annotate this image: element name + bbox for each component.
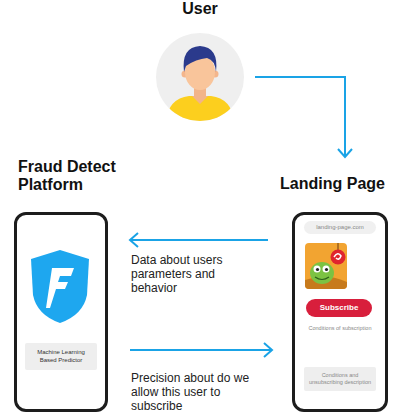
- node-heading: Fraud Detect Platform: [18, 158, 130, 194]
- conditions-box: Conditions and unsubscribing description: [304, 367, 376, 391]
- note-text: Conditions of subscription: [295, 325, 385, 331]
- edge-label: Data about users parameters and behavior: [131, 253, 256, 295]
- flow-arrow: [130, 233, 268, 247]
- node-heading: User: [156, 0, 244, 18]
- node-text: Conditions and unsubscribing description: [308, 372, 372, 385]
- url-bar: landing-page.com: [304, 221, 376, 234]
- flow-arrow: [130, 343, 272, 357]
- user-avatar: [156, 33, 244, 126]
- node-text: landing-page.com: [316, 224, 364, 231]
- game-illustration: [305, 243, 347, 289]
- landing-phone: Landing Pagelanding-page.comSubscribeCon…: [292, 212, 388, 412]
- shield-logo: [31, 250, 89, 323]
- node-text: Subscribe: [320, 303, 359, 313]
- subscribe-button: Subscribe: [306, 299, 372, 317]
- node-heading: Landing Page: [280, 175, 385, 193]
- node-text: Machine Learning Based Predictor: [29, 349, 93, 363]
- predictor-box: Machine Learning Based Predictor: [25, 343, 97, 370]
- flow-arrow: [255, 77, 352, 157]
- edge-label: Precision about do we allow this user to…: [131, 371, 271, 413]
- platform-phone: Fraud Detect PlatformMachine Learning Ba…: [14, 212, 108, 412]
- user-node: User: [156, 33, 244, 121]
